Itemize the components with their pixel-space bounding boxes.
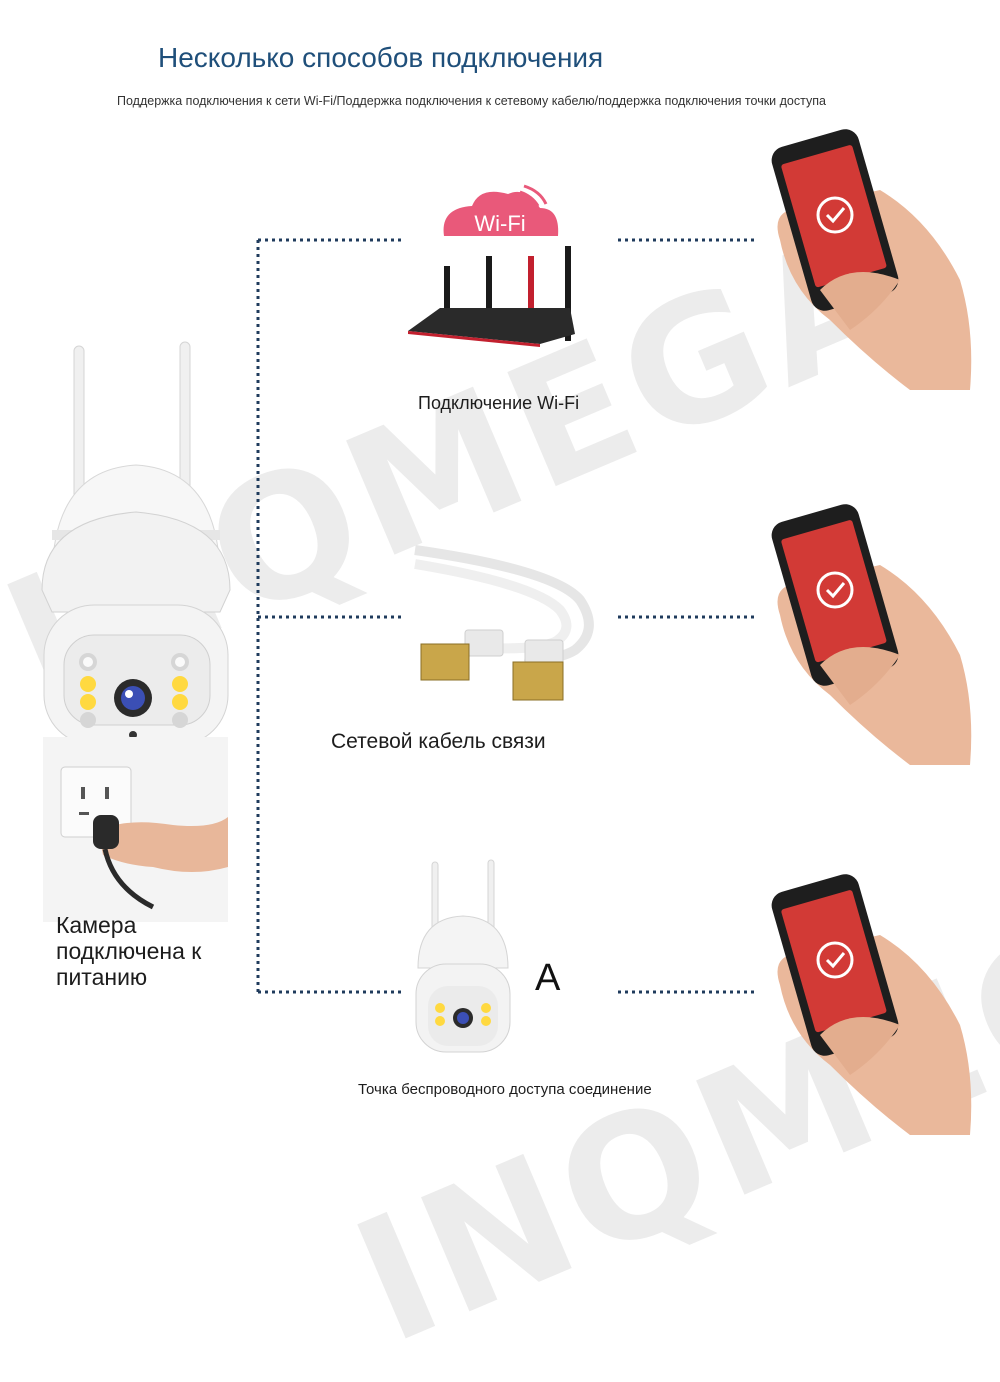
connection-lines [256, 238, 758, 994]
page-title: Несколько способов подключения [158, 42, 604, 73]
phone-ap-image [771, 874, 972, 1135]
cable-connection-label: Сетевой кабель связи [331, 730, 546, 753]
access-point-label: Точка беспроводного доступа соединение [358, 1081, 652, 1098]
power-label: Камера подключена к питанию [56, 912, 202, 990]
power-outlet-image [43, 737, 228, 922]
network-cable-image [414, 545, 594, 701]
phone-wifi-image [771, 129, 972, 390]
phone-cable-image [771, 504, 972, 765]
wifi-connection-label: Подключение Wi-Fi [418, 393, 580, 413]
page-subtitle: Поддержка подключения к сети Wi-Fi/Подде… [117, 94, 826, 108]
access-point-marker: A [535, 957, 561, 999]
wifi-badge-text: Wi-Fi [474, 211, 525, 236]
small-camera-image [415, 859, 511, 1053]
router-image: Wi-Fi [408, 184, 575, 347]
camera-image [41, 341, 231, 746]
